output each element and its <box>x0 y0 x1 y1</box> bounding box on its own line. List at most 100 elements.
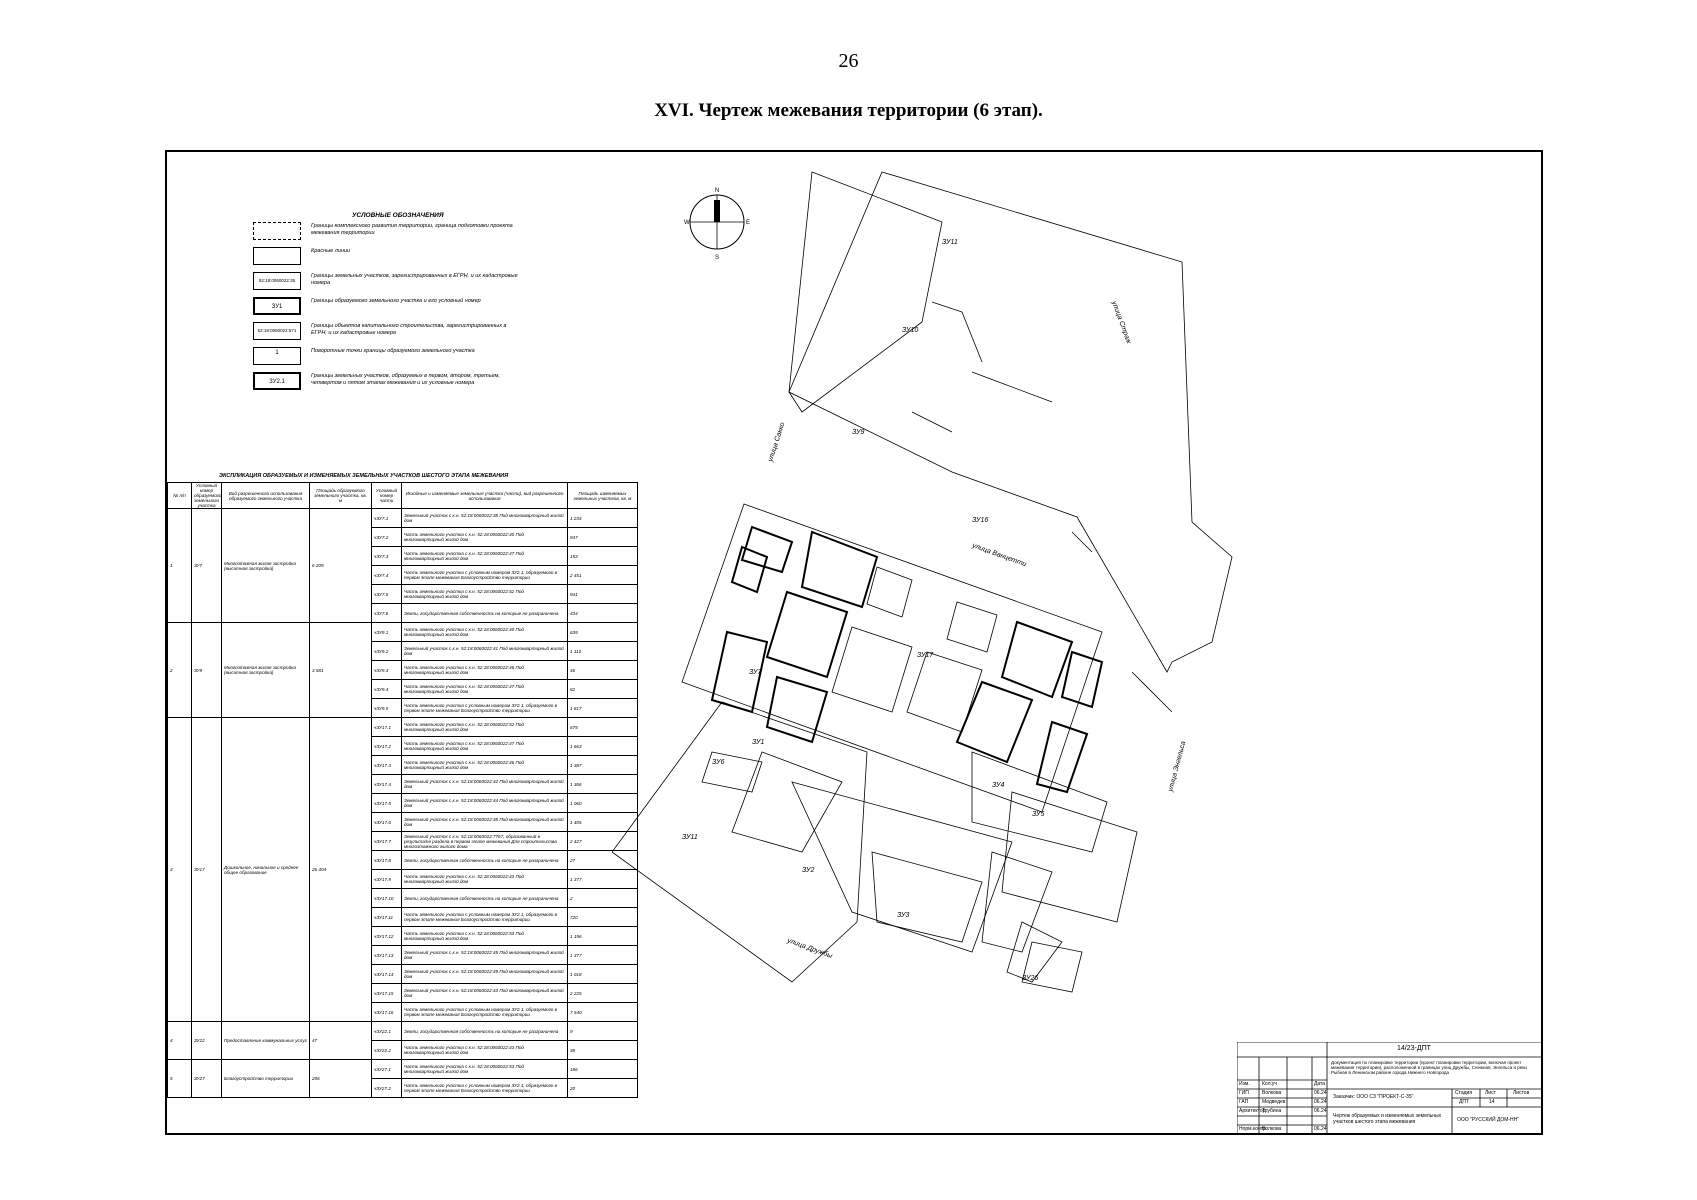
part-desc: Часть земельного участка с к.н. 52:18:00… <box>401 736 568 756</box>
drawing-name: Чертеж образуемых и изменяемых земельных… <box>1333 1113 1442 1125</box>
street-label: улица Страж <box>1110 299 1133 345</box>
part-id: чЗУ17.8 <box>371 850 402 870</box>
part-desc: Часть земельного участка с к.н. 52:18:00… <box>401 660 568 680</box>
part-id: чЗУ17.6 <box>371 812 402 832</box>
legend-title: УСЛОВНЫЕ ОБОЗНАЧЕНИЯ <box>352 212 444 219</box>
row-area: 6 209 <box>309 508 372 623</box>
row-area: 26 404 <box>309 717 372 1022</box>
role-name: Волкова <box>1262 1090 1282 1096</box>
part-area: 186 <box>567 1059 638 1079</box>
row-num: 3 <box>167 717 192 1022</box>
role-date: 06.24 <box>1314 1099 1327 1105</box>
part-desc: Часть земельного участка с условным номе… <box>401 907 568 927</box>
compass-e: E <box>746 220 750 226</box>
row-area: 47 <box>309 1021 372 1060</box>
legend-symbol <box>253 247 301 265</box>
part-desc: Часть земельного участка с условным номе… <box>401 1078 568 1098</box>
street-label: улица Энгельса <box>1167 740 1187 793</box>
row-num: 2 <box>167 622 192 718</box>
part-area: 20 <box>567 1078 638 1098</box>
role-label: Изм. <box>1239 1081 1250 1087</box>
row-parcel: ЗУ9 <box>191 622 222 718</box>
stage-label: Стадия <box>1455 1090 1473 1096</box>
drawing-code: 14/23-ДПТ <box>1397 1045 1431 1052</box>
legend-symbol: 1 <box>253 347 301 365</box>
header-cell: Вид разрешенного использования образуемо… <box>221 482 310 509</box>
row-parcel: ЗУ17 <box>191 717 222 1022</box>
part-desc: Часть земельного участка с условным номе… <box>401 1002 568 1022</box>
part-desc: Часть земельного участка с к.н. 52:18:00… <box>401 717 568 737</box>
row-area: 3 581 <box>309 622 372 718</box>
parcel-label: ЗУ16 <box>972 517 988 524</box>
part-desc: Земельный участок с к.н. 52:18:0060022:7… <box>401 831 568 851</box>
building-inner <box>831 566 998 733</box>
legend-text: Границы земельных участков, зарегистриро… <box>311 273 518 286</box>
part-id: чЗУ7.6 <box>371 603 402 623</box>
part-desc: Земли, государственная собственность на … <box>401 850 568 870</box>
part-id: чЗУ17.4 <box>371 774 402 794</box>
part-id: чЗУ7.1 <box>371 508 402 528</box>
part-id: чЗУ17.15 <box>371 983 402 1003</box>
part-desc: Часть земельного участка с к.н. 52:18:00… <box>401 1040 568 1060</box>
street-label: улица Сакко <box>767 422 787 464</box>
role-date: 06.24 <box>1314 1090 1327 1096</box>
row-use: Многоэтажная жилая застройка (высотная з… <box>221 508 310 623</box>
legend-text: Красные линии <box>311 248 351 254</box>
explication-table: № п/п Условный номер образуемого земельн… <box>167 482 638 1098</box>
legend-text: Границы земельных участков, образуемых в… <box>311 373 500 386</box>
page-number: 26 <box>838 50 859 72</box>
role-name: Трубина <box>1262 1108 1282 1114</box>
part-id: чЗУ27.1 <box>371 1059 402 1079</box>
row-parcel: ЗУ22 <box>191 1021 222 1060</box>
territory-map: ЗУ11 ЗУ10 ЗУ9 ЗУ16 ЗУ17 ЗУ7 ЗУ1 ЗУ6 ЗУ11… <box>612 171 1233 993</box>
sheet-value: 14 <box>1489 1099 1495 1105</box>
row-use: Благоустройство территории <box>221 1059 310 1098</box>
row-use: Дошкольное, начальное и среднее общее об… <box>221 717 310 1022</box>
legend-text: Границы объектов капитального строительс… <box>311 323 507 336</box>
role-date: 06.24 <box>1314 1126 1327 1132</box>
company: ООО "РУССКИЙ ДОМ-НН" <box>1457 1117 1520 1123</box>
part-desc: Земельный участок с к.н. 52:18:0060022:4… <box>401 945 568 965</box>
part-id: чЗУ7.5 <box>371 584 402 604</box>
row-num: 4 <box>167 1021 192 1060</box>
page-title: XVI. Чертеж межевания территории (6 этап… <box>654 100 1043 121</box>
compass-w: W <box>684 220 690 226</box>
sheets-label: Листов <box>1513 1090 1530 1096</box>
header-cell: Площадь образуемого земельного участка, … <box>309 482 372 509</box>
row-use: Предоставление коммунальных услуг <box>221 1021 310 1060</box>
sheet-label: Лист <box>1485 1090 1496 1096</box>
role-name: Медведев <box>1262 1099 1286 1105</box>
part-desc: Земельный участок с к.н. 52:18:0060022:4… <box>401 964 568 984</box>
part-id: чЗУ22.1 <box>371 1021 402 1041</box>
part-id: чЗУ17.2 <box>371 736 402 756</box>
part-desc: Земли, государственная собственность на … <box>401 888 568 908</box>
part-id: чЗУ17.11 <box>371 907 402 927</box>
parcel-label: ЗУ6 <box>712 759 724 766</box>
part-id: чЗУ17.13 <box>371 945 402 965</box>
part-desc: Часть земельного участка с к.н. 52:18:00… <box>401 1059 568 1079</box>
legend-symbol: 52:18:0060022:571 <box>253 322 301 340</box>
row-num: 1 <box>167 508 192 623</box>
compass-s: S <box>715 255 719 261</box>
legend-symbol: ЗУ2.1 <box>253 372 301 390</box>
part-area: 27 <box>567 850 638 870</box>
parcel-label: ЗУ2 <box>802 867 814 874</box>
row-parcel: ЗУ27 <box>191 1059 222 1098</box>
row-parcel: ЗУ7 <box>191 508 222 623</box>
part-id: чЗУ7.3 <box>371 546 402 566</box>
